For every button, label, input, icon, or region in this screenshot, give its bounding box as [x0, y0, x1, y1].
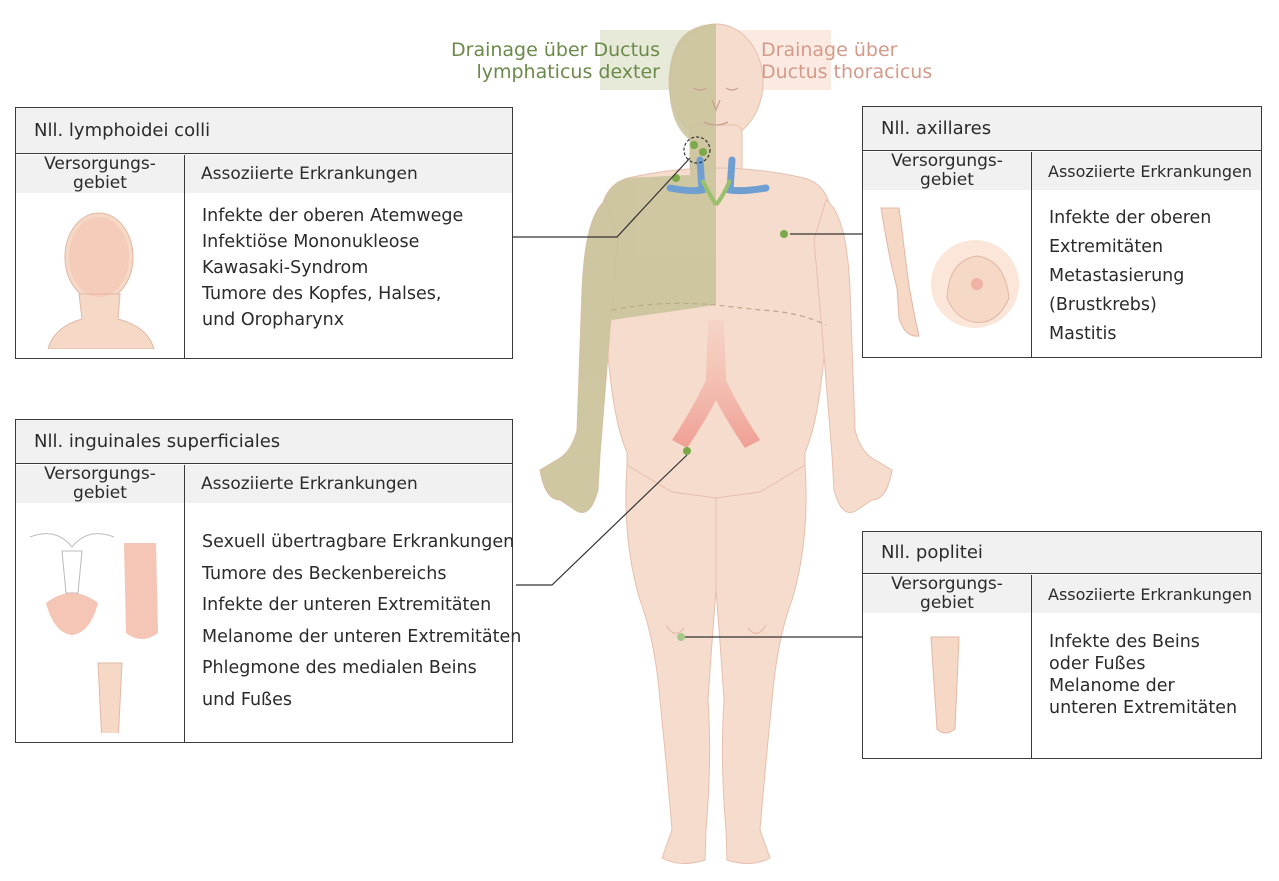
list-item: Extremitäten: [1049, 237, 1164, 257]
legend-right-duct-line2: lymphaticus dexter: [476, 61, 660, 83]
box-inguinales-disease-list: Sexuell übertragbare Erkrankungen Tumore…: [202, 527, 521, 716]
pelvis-leg-area-image: [29, 533, 158, 733]
legend-thoracic-duct-line1: Drainage über: [761, 39, 898, 61]
box-colli-title: Nll. lymphoidei colli: [16, 108, 512, 154]
lymph-node-colli-3: [672, 174, 680, 182]
lymph-node-popliteus: [677, 633, 685, 641]
box-inguinales-disease-column: Assoziierte Erkrankungen Sexuell übertra…: [185, 465, 521, 742]
colli-highlight-circle: [683, 136, 711, 164]
list-item: Phlegmone des medialen Beins: [202, 658, 477, 678]
list-item: Melanome der: [1049, 676, 1175, 696]
box-poplitei-disease-column: Assoziierte Erkrankungen Infekte des Bei…: [1032, 575, 1261, 758]
list-item: Sexuell übertragbare Erkrankungen: [202, 532, 515, 552]
list-item: Infekte der unteren Extremitäten: [202, 595, 492, 615]
list-item: Kawasaki-Syndrom: [202, 258, 369, 278]
box-colli-disease-list: Infekte der oberen Atemwege Infektiöse M…: [202, 203, 463, 333]
box-inguinales-area-column: Versorgungs-gebiet: [16, 465, 185, 742]
box-poplitei: Nll. poplitei Versorgungs-gebiet Assozii…: [862, 531, 1262, 759]
box-axillares-disease-column: Assoziierte Erkrankungen Infekte der obe…: [1032, 152, 1261, 357]
list-item: Infektiöse Mononukleose: [202, 232, 420, 252]
box-colli-area-header: Versorgungs-gebiet: [16, 155, 184, 193]
list-item: und Fußes: [202, 689, 292, 710]
box-axillares-title: Nll. axillares: [863, 107, 1261, 151]
box-colli-area-column: Versorgungs-gebiet: [16, 155, 185, 358]
box-inguinales-title: Nll. inguinales superficiales: [16, 420, 512, 464]
box-poplitei-disease-header: Assoziierte Erkrankungen: [1032, 575, 1261, 613]
box-axillares-disease-header: Assoziierte Erkrankungen: [1032, 152, 1261, 190]
list-item: (Brustkrebs): [1049, 295, 1157, 315]
list-item: Metastasierung: [1049, 266, 1185, 286]
list-item: Melanome der unteren Extremitäten: [202, 626, 522, 647]
box-inguinales: Nll. inguinales superficiales Versorgung…: [15, 419, 521, 743]
lymph-node-axillaris: [780, 230, 788, 238]
box-poplitei-area-column: Versorgungs-gebiet: [863, 575, 1032, 758]
box-poplitei-disease-list: Infekte des Beins oder Fußes Melanome de…: [1049, 631, 1237, 719]
arm-breast-area-image: [880, 207, 1019, 337]
box-colli: Nll. lymphoidei colli Versorgungs-gebiet…: [15, 107, 513, 359]
lymph-node-inguinalis: [683, 447, 691, 455]
list-item: Infekte der oberen Atemwege: [202, 206, 464, 226]
legend-right-duct: Drainage über Ductus lymphaticus dexter: [448, 39, 660, 83]
lymph-node-colli-1: [690, 141, 698, 149]
connector-lines: [511, 157, 862, 638]
list-item: oder Fußes: [1049, 654, 1146, 674]
list-item: Infekte des Beins: [1049, 632, 1200, 652]
lymph-node-colli-2: [699, 148, 707, 156]
head-area-image: [47, 212, 155, 349]
connector-colli: [511, 157, 691, 238]
box-inguinales-disease-header: Assoziierte Erkrankungen: [185, 465, 512, 503]
lower-leg-area-image: [930, 636, 960, 734]
body-silhouette: [539, 23, 893, 864]
list-item: unteren Extremitäten: [1049, 698, 1238, 718]
box-colli-disease-column: Assoziierte Erkrankungen Infekte der obe…: [185, 155, 512, 358]
box-colli-disease-header: Assoziierte Erkrankungen: [185, 155, 512, 193]
list-item: Tumore des Kopfes, Halses,: [202, 284, 442, 304]
box-inguinales-area-header: Versorgungs-gebiet: [16, 465, 184, 503]
box-axillares-area-header: Versorgungs-gebiet: [863, 152, 1031, 190]
box-axillares-area-column: Versorgungs-gebiet: [863, 152, 1032, 357]
connector-inguinales: [516, 454, 688, 586]
legend-thoracic-duct-line2: Ductus thoracicus: [761, 61, 933, 83]
list-item: Infekte der oberen: [1049, 208, 1212, 228]
box-poplitei-title: Nll. poplitei: [863, 532, 1261, 574]
list-item: und Oropharynx: [202, 310, 345, 330]
list-item: Tumore des Beckenbereichs: [202, 563, 447, 584]
box-axillares: Nll. axillares Versorgungs-gebiet Assozi…: [862, 106, 1262, 358]
legend-right-duct-line1: Drainage über Ductus: [451, 39, 660, 61]
box-poplitei-area-header: Versorgungs-gebiet: [863, 575, 1031, 613]
list-item: Mastitis: [1049, 324, 1117, 344]
legend-thoracic-duct: Drainage über Ductus thoracicus: [761, 39, 981, 83]
box-axillares-disease-list: Infekte der oberen Extremitäten Metastas…: [1049, 204, 1211, 349]
